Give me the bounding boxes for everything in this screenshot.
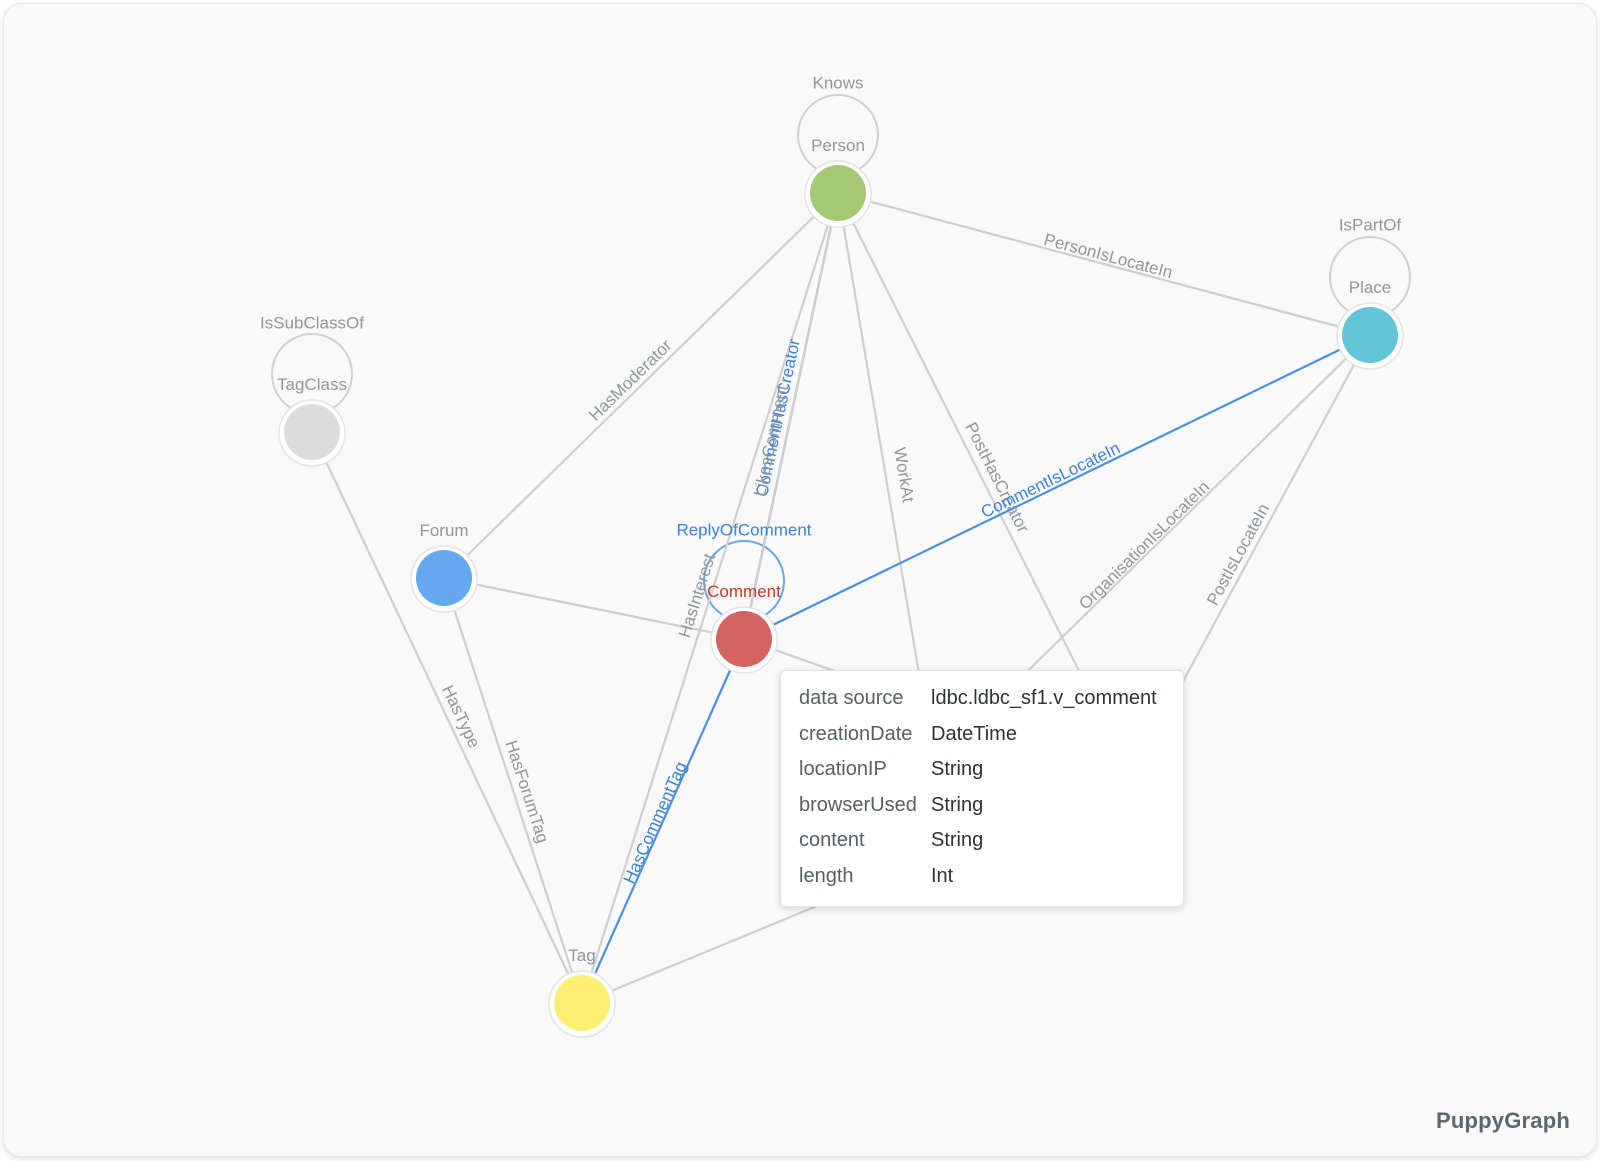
edge-commentislocatein[interactable] [743, 334, 1371, 640]
edge-ispartof-label: IsPartOf [1339, 215, 1402, 234]
edge-hasinterest[interactable] [580, 192, 840, 1004]
tooltip-key: locationIP [799, 758, 887, 781]
edge-hasforumtag-label: HasForumTag [501, 738, 552, 845]
tooltip-value: String [931, 758, 984, 781]
edge-likescomment[interactable] [742, 192, 840, 640]
edge-hastype[interactable] [311, 431, 583, 1004]
edge-personislocatein-label: PersonIsLocateIn [1042, 230, 1175, 282]
tooltip-row: length Int [799, 859, 1165, 895]
node-tag-label: Tag [568, 946, 595, 965]
puppygraph-brand: PuppyGraph [1435, 1108, 1570, 1133]
tooltip-key: creationDate [799, 722, 913, 745]
node-place-circle[interactable] [1342, 307, 1398, 363]
node-tagclass-label: TagClass [277, 375, 347, 394]
edge-workat[interactable] [836, 192, 936, 764]
tooltip-row: creationDate DateTime [799, 717, 1165, 753]
tooltip-key: browserUsed [799, 793, 917, 816]
edge-posthascreator-label: PostHasCreator [961, 419, 1033, 536]
edge-postislocatein-label: PostIsLocateIn [1203, 501, 1273, 609]
edge-hasforumtag[interactable] [442, 577, 584, 1004]
edge-forumcomment[interactable] [443, 576, 745, 641]
node-place-label: Place [1349, 278, 1392, 297]
tooltip-row: locationIP String [799, 752, 1165, 788]
node-properties-tooltip: data source ldbc.ldbc_sf1.v_comment crea… [780, 670, 1184, 907]
edge-hasmoderator-label: HasModerator [585, 336, 676, 425]
node-tagclass-circle[interactable] [284, 404, 340, 460]
tooltip-key: length [799, 864, 854, 887]
node-person-circle[interactable] [810, 165, 866, 221]
tooltip-value: DateTime [931, 722, 1017, 745]
edge-personislocatein[interactable] [837, 191, 1371, 337]
tooltip-value: String [931, 793, 984, 816]
edge-hascommenttag-label: HasCommentTag [620, 759, 691, 887]
tooltip-row: content String [799, 823, 1165, 859]
edge-issubclassof-label: IsSubClassOf [260, 313, 364, 332]
tooltip-value: String [931, 829, 984, 852]
node-forum[interactable] [410, 545, 478, 613]
tooltip-key: content [799, 829, 865, 852]
edge-hasmoderator[interactable] [443, 192, 839, 579]
node-person-label: Person [811, 136, 865, 155]
node-place[interactable] [1336, 302, 1404, 370]
node-comment[interactable] [710, 606, 778, 674]
edge-hastype-label: HasType [438, 682, 484, 751]
edge-organisationislocatein-label: OrganisationIsLocateIn [1075, 477, 1213, 613]
tooltip-value: ldbc.ldbc_sf1.v_comment [931, 687, 1157, 710]
tooltip-row: browserUsed String [799, 788, 1165, 824]
node-forum-label: Forum [419, 521, 468, 540]
node-tag[interactable] [548, 970, 616, 1038]
node-tagclass[interactable] [278, 399, 346, 467]
node-comment-label: Comment [707, 582, 781, 601]
tooltip-row: data source ldbc.ldbc_sf1.v_comment [799, 681, 1165, 717]
edge-hascommenttag[interactable] [580, 638, 746, 1004]
edge-knows-label: Knows [812, 73, 863, 92]
node-comment-circle[interactable] [716, 611, 772, 667]
edge-replyofcomment-label: ReplyOfComment [676, 520, 811, 539]
node-forum-circle[interactable] [416, 550, 472, 606]
tooltip-key: data source [799, 687, 904, 710]
schema-graph[interactable]: KnowsIsPartOfIsSubClassOfReplyOfCommentP… [4, 4, 1596, 1156]
node-person[interactable] [804, 160, 872, 228]
node-tag-circle[interactable] [554, 975, 610, 1031]
edge-workat-label: WorkAt [890, 446, 918, 504]
tooltip-value: Int [931, 864, 954, 887]
